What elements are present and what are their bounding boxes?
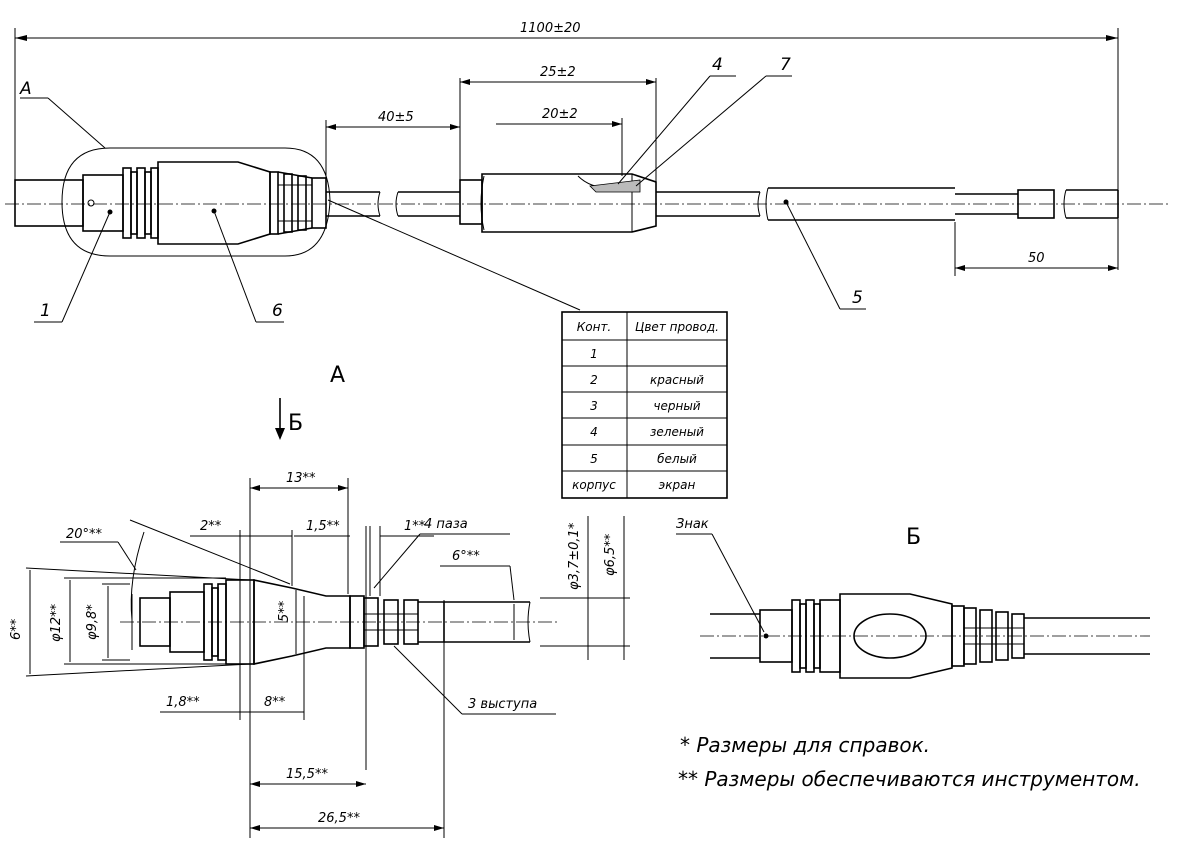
dim-40: 40±5 (378, 110, 414, 125)
angle-6: 6°** (452, 549, 480, 564)
cable-segments (326, 173, 1119, 233)
view-a-title: А (330, 363, 345, 388)
callout-4: 4 (712, 55, 723, 75)
table-cell: красный (650, 373, 704, 387)
note-2: ** Размеры обеспечиваются инструментом. (678, 767, 1141, 791)
dim-1-8: 1,8** (166, 695, 200, 710)
dim-15-5: 15,5** (286, 767, 328, 782)
view-a-callout: А (19, 79, 32, 99)
dim-50: 50 (1028, 251, 1045, 266)
note-1: * Размеры для справок. (680, 733, 930, 757)
callout-5: 5 (852, 288, 863, 308)
svg-text:Б: Б (288, 411, 303, 436)
dim-1: 1** (404, 519, 426, 534)
view-b-arrow: Б (275, 398, 303, 440)
mark-label: Знак (676, 517, 709, 532)
dim-13: 13** (286, 471, 316, 486)
dim-26-5: 26,5** (318, 811, 360, 826)
detail-view-b: Б Знак (676, 517, 1150, 679)
dim-20: 20±2 (542, 107, 578, 122)
table-cell: зеленый (650, 425, 704, 439)
detail-view-a: 13** 2** 1,5** 1** 4 паза 6°** 20°** φ3,… (9, 471, 630, 838)
callout-6: 6 (272, 301, 283, 321)
dim-25: 25±2 (540, 65, 576, 80)
table-cell: белый (657, 452, 697, 466)
dim-overall: 1100±20 (14, 21, 1119, 270)
table-cell: 4 (590, 425, 598, 439)
connector-plug (14, 161, 327, 245)
dim-1-5: 1,5** (306, 519, 340, 534)
table-cell: 1 (590, 347, 598, 361)
dim-overall-label: 1100±20 (520, 21, 581, 36)
dim-dia-6-5: φ6,5** (603, 533, 618, 576)
view-a-outline (61, 147, 331, 257)
dim-5: 5** (277, 600, 292, 622)
table-cell: корпус (572, 478, 616, 492)
pin-color-table: Конт. Цвет провод. 1 2 красный 3 черный … (561, 311, 728, 499)
dim-8: 8** (264, 695, 286, 710)
dim-dia-12: φ12** (49, 603, 64, 642)
table-cell: 2 (590, 373, 598, 387)
label-3-ribs: 3 выступа (468, 697, 537, 712)
table-cell: черный (653, 399, 700, 413)
angle-20: 20°** (66, 527, 103, 542)
callout-1: 1 (40, 301, 51, 321)
dim-2: 2** (200, 519, 222, 534)
callout-7: 7 (780, 55, 791, 75)
table-cell: экран (659, 478, 696, 492)
table-cell: 5 (590, 452, 598, 466)
table-header-color: Цвет провод. (635, 320, 719, 334)
label-4-slots: 4 паза (424, 517, 468, 532)
table-header-contact: Конт. (577, 320, 612, 334)
dim-dia-3-7: φ3,7±0,1* (567, 522, 582, 590)
notes: * Размеры для справок. ** Размеры обеспе… (678, 733, 1141, 791)
dim-6: 6** (9, 618, 24, 640)
dims-cable: 40±5 25±2 20±2 50 (325, 65, 1118, 276)
table-cell: 3 (590, 399, 598, 413)
part-callouts: 1 6 4 7 5 (34, 55, 866, 323)
cable-main-view: 1100±20 А (5, 21, 1170, 323)
view-b-title: Б (906, 525, 921, 550)
dim-dia-9-8: φ9,8* (85, 604, 100, 640)
